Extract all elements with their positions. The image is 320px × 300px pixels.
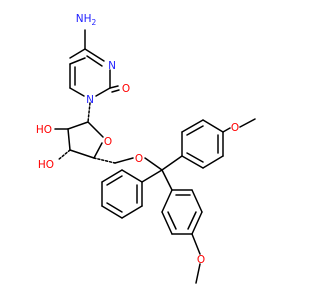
bond-ctrityl-ring3 bbox=[161, 169, 173, 191]
bond-c1p-o bbox=[87, 121, 104, 138]
amine-label: NH2 bbox=[76, 13, 97, 27]
amine-n: N bbox=[76, 13, 84, 25]
methoxy-o-top-label: O bbox=[231, 122, 239, 134]
ring2-d1 bbox=[106, 175, 123, 186]
ring1-d1 bbox=[186, 125, 204, 136]
ring2-b bbox=[101, 169, 123, 183]
atom-labels: NH2 N N O HO O HO O O O bbox=[36, 13, 239, 266]
ho-3-label: HO bbox=[38, 159, 54, 171]
ring3-d3 bbox=[167, 211, 177, 230]
bond-n1-c2 bbox=[95, 87, 111, 97]
ring1-d3 bbox=[186, 152, 204, 163]
bonds bbox=[54, 29, 256, 284]
ring3-c bbox=[191, 211, 203, 235]
bond-c4p-o bbox=[93, 142, 103, 159]
ring3-o bbox=[191, 233, 201, 255]
ring2-d bbox=[101, 205, 123, 219]
bond-c3p-oh bbox=[57, 149, 71, 161]
ring3-d2 bbox=[187, 211, 197, 230]
ring2-e bbox=[121, 205, 143, 219]
bond-c5p-o bbox=[114, 157, 134, 164]
ring3-ome bbox=[195, 263, 201, 284]
ring1-b bbox=[181, 119, 204, 133]
bond-c2-o-b bbox=[111, 89, 120, 93]
amine-h: H bbox=[84, 13, 92, 25]
amine-sub: 2 bbox=[91, 18, 96, 27]
ring2-a bbox=[121, 169, 143, 183]
ho-2-label: HO bbox=[36, 124, 52, 136]
carbonyl-o-label: O bbox=[122, 83, 130, 95]
bond-c2-o-a bbox=[109, 85, 119, 89]
bond-n3-c4 bbox=[84, 48, 105, 62]
methoxy-o-bottom-label: O bbox=[197, 254, 205, 266]
bond-ctrityl-ring2 bbox=[141, 169, 163, 183]
ring-n1-label: N bbox=[86, 94, 94, 106]
ring1-ome bbox=[239, 118, 256, 128]
bond-n3-c4-inner bbox=[86, 55, 103, 67]
ring-n3-label: N bbox=[108, 60, 116, 72]
bond-c4-c5 bbox=[69, 57, 86, 65]
ring3-e bbox=[161, 211, 173, 235]
ring2-d2 bbox=[106, 202, 123, 213]
ring1-e bbox=[202, 155, 224, 169]
ring1-f bbox=[181, 155, 204, 169]
bond-c3p-c4p bbox=[69, 149, 95, 159]
bond-c2p-c3p bbox=[67, 128, 71, 151]
ring1-o bbox=[222, 127, 231, 133]
bond-ctrityl-ring1 bbox=[161, 155, 183, 171]
ring-o-label: O bbox=[104, 136, 112, 148]
bond-c6-n1 bbox=[69, 87, 85, 97]
bond-c4p-c5p bbox=[93, 157, 116, 164]
bond-c4-c5-top bbox=[69, 48, 86, 59]
ring3-f bbox=[161, 189, 173, 213]
ring1-c bbox=[202, 119, 224, 133]
bond-c1p-c2p bbox=[67, 121, 89, 130]
molecule-structure-diagram: NH2 N N O HO O HO O O O bbox=[36, 13, 256, 284]
ring3-b bbox=[191, 189, 203, 213]
bond-n1-c1prime bbox=[87, 102, 91, 123]
bond-o-ctrityl bbox=[144, 157, 163, 171]
ether-o-label: O bbox=[135, 153, 143, 165]
